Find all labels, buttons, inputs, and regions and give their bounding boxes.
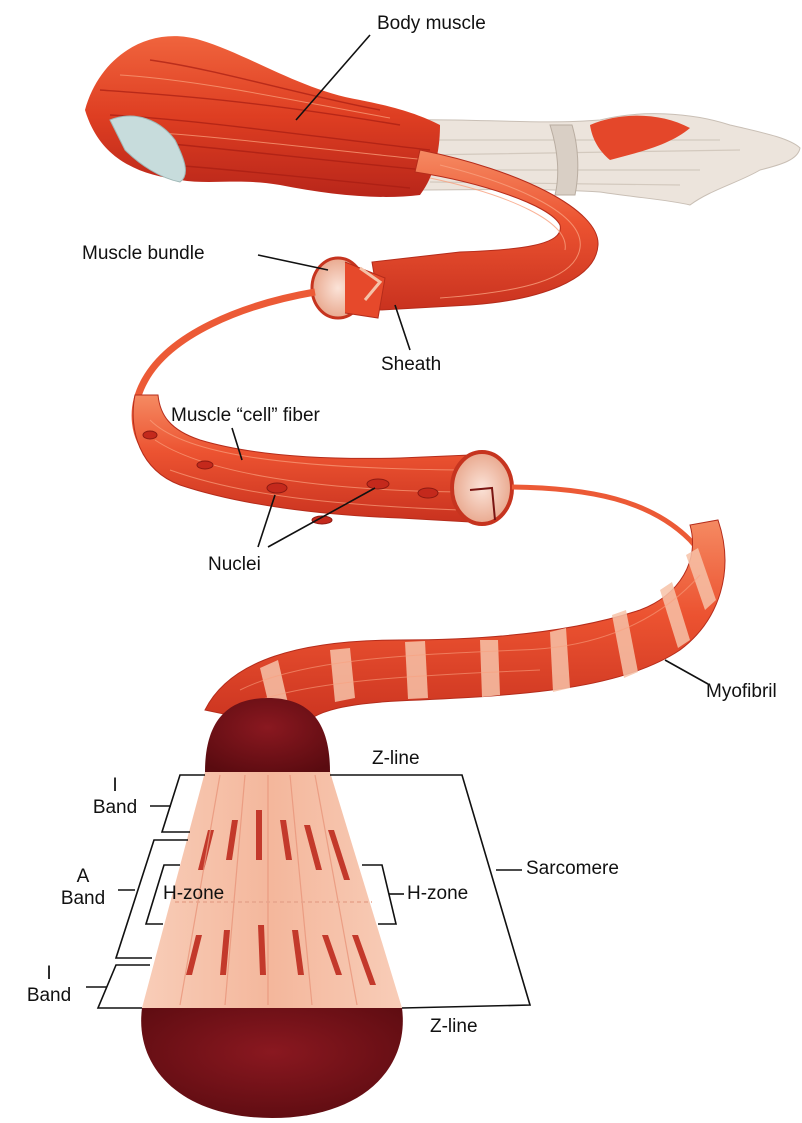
leader-muscle-bundle (258, 255, 328, 270)
nucleus (367, 479, 389, 489)
label-myofibril: Myofibril (706, 681, 777, 703)
nucleus (197, 461, 213, 469)
label-z-line-bottom: Z-line (430, 1016, 478, 1038)
label-muscle-cell-fiber: Muscle “cell” fiber (171, 405, 320, 427)
a-band-letter: A (50, 866, 116, 888)
label-h-zone-left: H-zone (163, 883, 224, 905)
label-h-zone-right: H-zone (407, 883, 468, 905)
label-i-band-bottom: I Band (16, 963, 82, 1007)
i-band-bottom-letter: I (16, 963, 82, 985)
label-z-line-top: Z-line (372, 748, 420, 770)
label-muscle-bundle: Muscle bundle (82, 243, 205, 265)
leader-myofibril (665, 660, 708, 684)
i-band-bottom-word: Band (16, 985, 82, 1007)
label-nuclei: Nuclei (208, 554, 261, 576)
label-i-band-top: I Band (84, 775, 146, 819)
sarcomere (141, 698, 403, 1118)
label-sarcomere: Sarcomere (526, 858, 619, 880)
i-band-top-letter: I (84, 775, 146, 797)
label-sheath: Sheath (381, 354, 441, 376)
myofibril (205, 520, 725, 730)
leader-sheath (395, 305, 410, 350)
a-band-word: Band (50, 888, 116, 910)
nucleus (418, 488, 438, 498)
label-body-muscle: Body muscle (377, 13, 486, 35)
label-a-band: A Band (50, 866, 116, 910)
nucleus (143, 431, 157, 439)
i-band-top-word: Band (84, 797, 146, 819)
nucleus (267, 483, 287, 493)
z-disc-bottom-cap (141, 1008, 403, 1118)
body-muscle-arm (85, 36, 800, 205)
